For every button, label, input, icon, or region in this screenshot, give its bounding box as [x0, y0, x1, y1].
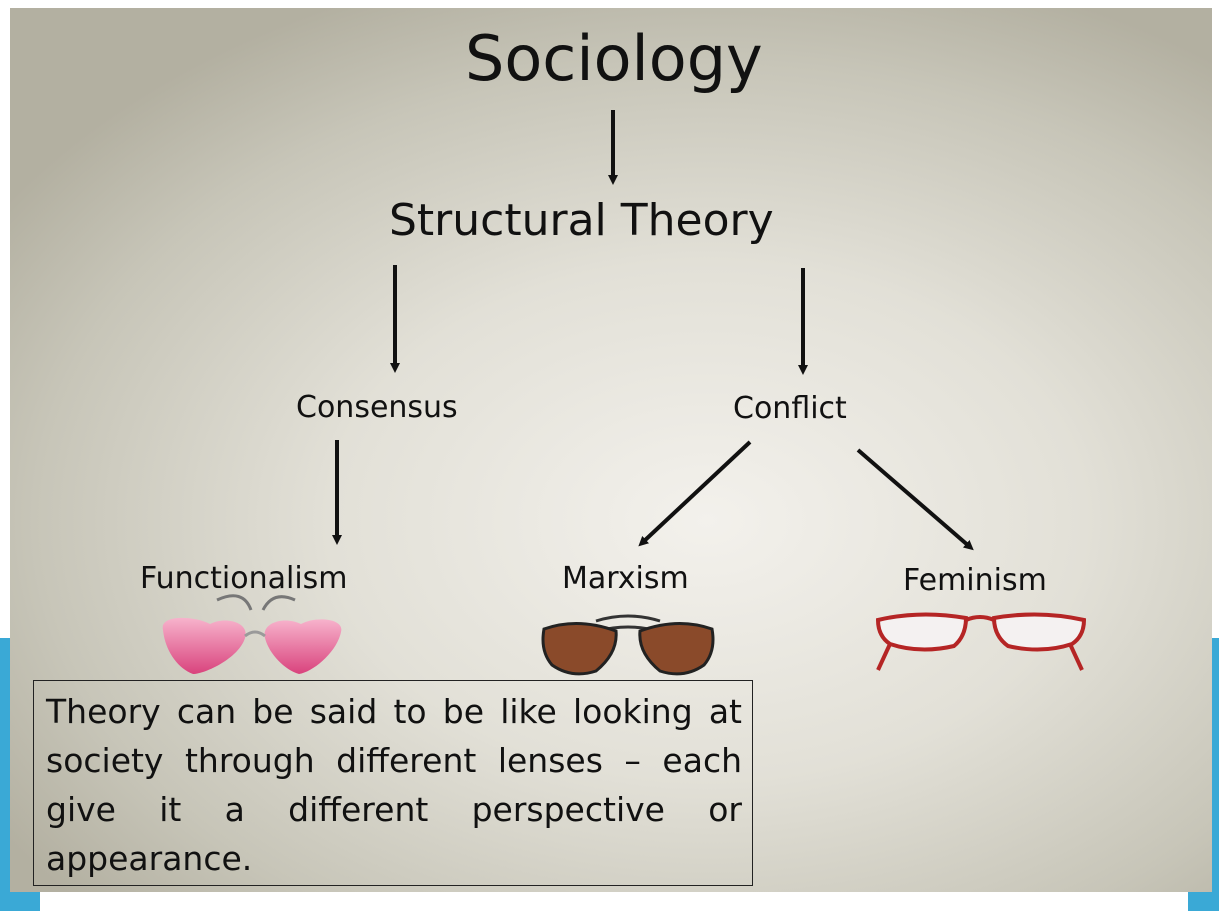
- functionalism-label: Functionalism: [140, 561, 348, 596]
- arrow-conflict-to-marxism: [638, 440, 752, 547]
- caption-box: Theory can be said to be like looking at…: [33, 680, 753, 886]
- structural-theory-label: Structural Theory: [389, 195, 774, 246]
- caption-text: Theory can be said to be like looking at…: [46, 692, 742, 878]
- pink-heart-glasses-icon: [162, 594, 342, 674]
- diagram-title: Sociology: [465, 22, 763, 95]
- feminism-label: Feminism: [903, 563, 1047, 598]
- red-frame-glasses-icon: [875, 612, 1087, 671]
- marxism-label: Marxism: [562, 561, 689, 596]
- arrow-conflict-to-feminism: [856, 448, 974, 551]
- consensus-label: Consensus: [296, 390, 458, 425]
- aviator-sunglasses-icon: [541, 614, 715, 676]
- conflict-label: Conflict: [733, 391, 847, 426]
